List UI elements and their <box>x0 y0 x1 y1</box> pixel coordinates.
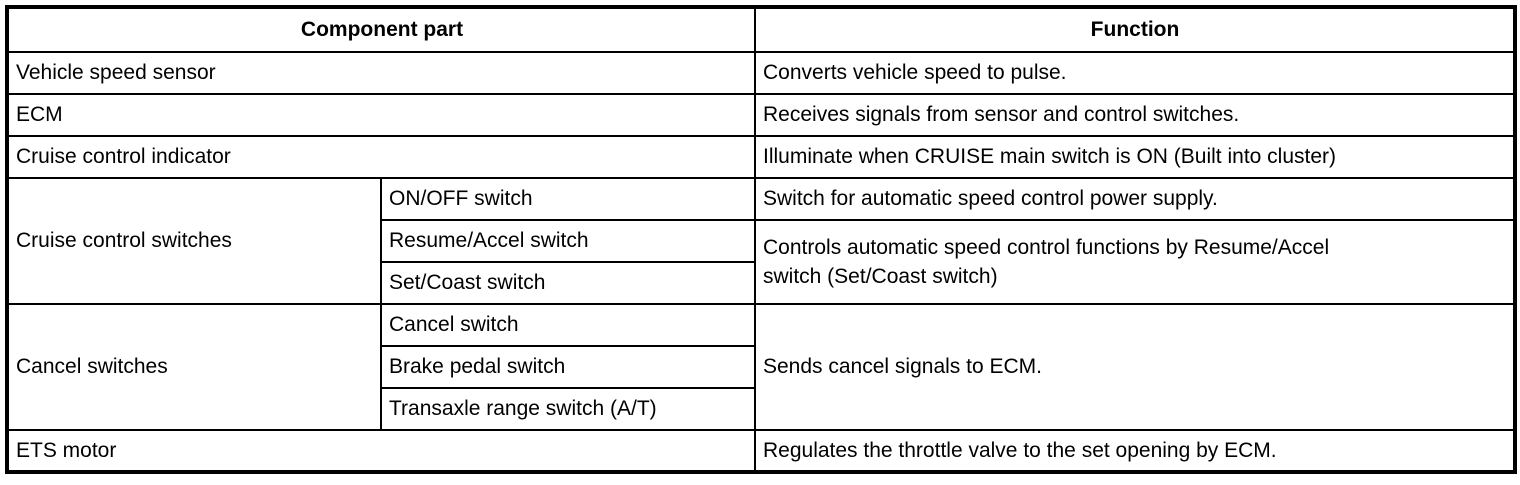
cell-function-cruise-control-indicator: Illuminate when CRUISE main switch is ON… <box>754 135 1516 179</box>
table-header-row: Component part Function <box>6 6 1516 53</box>
cell-component-cancel-switches: Cancel switches <box>6 303 382 431</box>
header-function: Function <box>754 6 1516 53</box>
cell-function-cancel-switches: Sends cancel signals to ECM. <box>754 303 1516 431</box>
table-row: Vehicle speed sensor Converts vehicle sp… <box>6 51 1516 95</box>
cell-function-ecm: Receives signals from sensor and control… <box>754 93 1516 137</box>
cell-function-vehicle-speed-sensor: Converts vehicle speed to pulse. <box>754 51 1516 95</box>
table-row: Cruise control switches ON/OFF switch Sw… <box>6 177 1516 305</box>
cell-component-cruise-control-indicator: Cruise control indicator <box>6 135 756 179</box>
cell-subcomponent-on-off-switch: ON/OFF switch <box>380 177 756 221</box>
header-component-part: Component part <box>6 6 756 53</box>
cell-component-ecm: ECM <box>6 93 756 137</box>
cell-component-vehicle-speed-sensor: Vehicle speed sensor <box>6 51 756 95</box>
cell-subcomponent-cancel-switch: Cancel switch <box>380 303 756 347</box>
cell-function-ets-motor: Regulates the throttle valve to the set … <box>754 429 1516 473</box>
cell-component-cruise-control-switches: Cruise control switches <box>6 177 382 305</box>
cell-component-ets-motor: ETS motor <box>6 429 756 473</box>
table-row: Cancel switches Cancel switch Sends canc… <box>6 303 1516 431</box>
table-row: ECM Receives signals from sensor and con… <box>6 93 1516 137</box>
table-row: ETS motor Regulates the throttle valve t… <box>6 429 1516 473</box>
table-row: Brake pedal switch <box>7 345 1515 389</box>
table-row: Transaxle range switch (A/T) <box>7 387 1515 431</box>
table-row: Resume/Accel switch Controls automatic s… <box>7 219 1516 305</box>
cell-subcomponent-resume-accel-switch: Resume/Accel switch <box>380 219 756 263</box>
cell-subcomponent-transaxle-range-switch: Transaxle range switch (A/T) <box>380 387 756 431</box>
cell-subcomponent-set-coast-switch: Set/Coast switch <box>380 261 756 305</box>
cell-function-resume-set-switches: Controls automatic speed control functio… <box>754 219 1516 305</box>
component-function-table: Component part Function Vehicle speed se… <box>5 5 1517 474</box>
cell-subcomponent-brake-pedal-switch: Brake pedal switch <box>380 345 756 389</box>
cell-function-on-off-switch: Switch for automatic speed control power… <box>754 177 1516 221</box>
table-row: Set/Coast switch <box>7 261 1515 305</box>
table-row: Cruise control indicator Illuminate when… <box>6 135 1516 179</box>
